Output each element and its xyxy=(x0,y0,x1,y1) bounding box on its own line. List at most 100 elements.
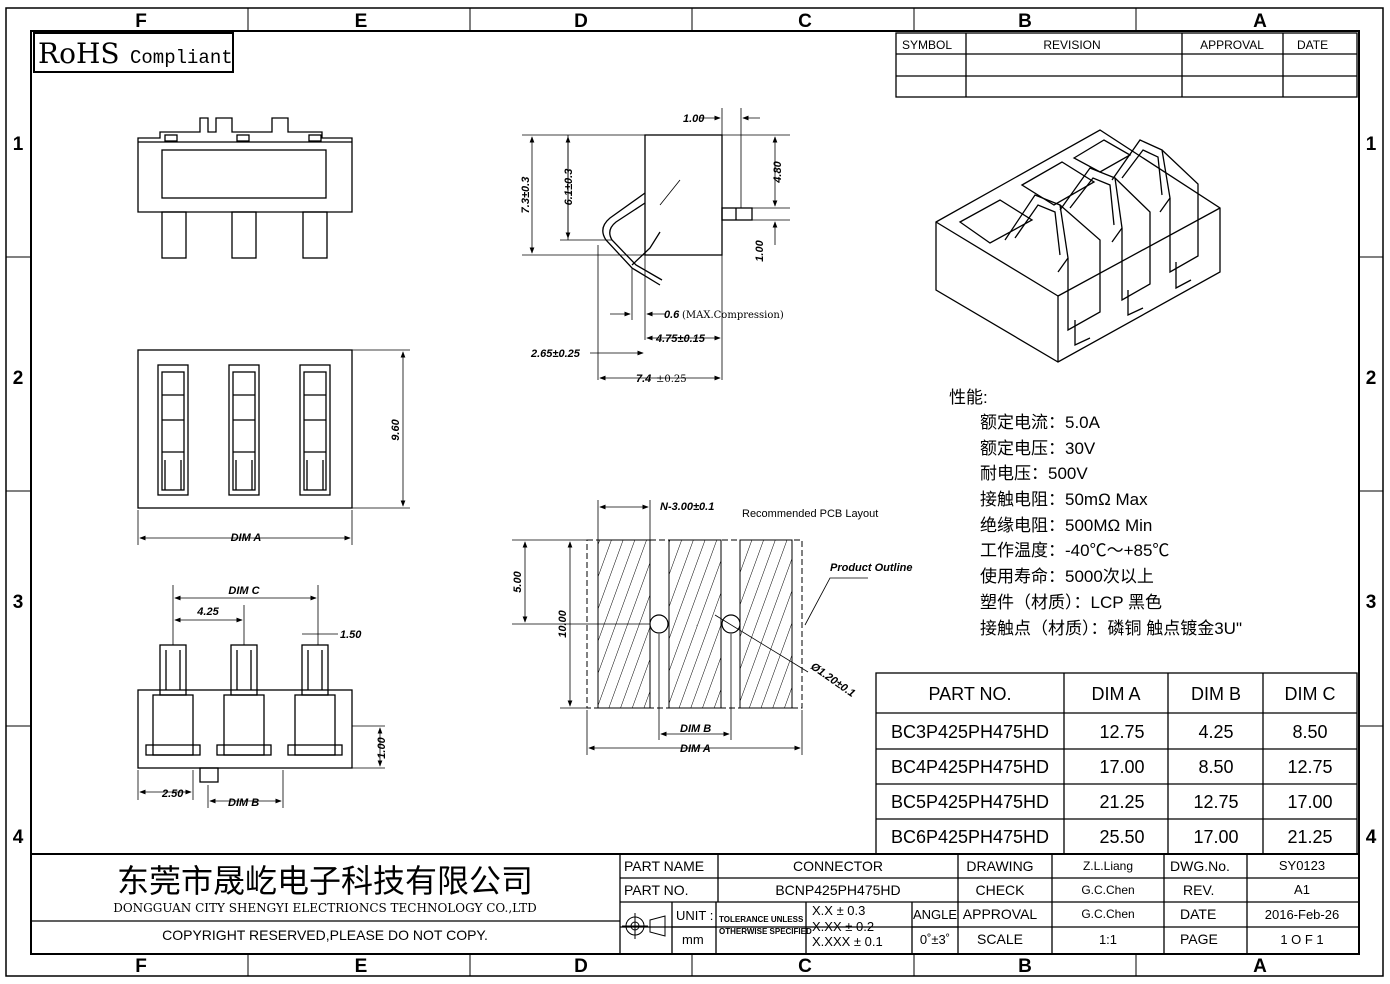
rohs-badge: RoHS Compliant xyxy=(33,32,234,73)
bottom-dim-pitch: 4.25 xyxy=(196,606,219,618)
pcb-pad-3 xyxy=(739,539,793,709)
side-dim-1-00-top: 1.00 xyxy=(683,113,705,125)
side-view-dims: 1.00 4.80 1.00 7.3±0.3 6.1±0.3 0.6 (MAX.… xyxy=(520,113,784,385)
pcb-layout: Recommended PCB Layout N-3.00±0.1 xyxy=(512,500,913,755)
dim-row-3-b: 12.75 xyxy=(1193,792,1238,812)
approval-label: APPROVAL xyxy=(963,906,1038,922)
pcb-pad-2 xyxy=(668,539,722,709)
front-view xyxy=(137,349,410,545)
bottom-dim-pin-width: 1.50 xyxy=(340,629,362,641)
dim-row-3-a: 21.25 xyxy=(1099,792,1144,812)
rev-header-approval: APPROVAL xyxy=(1200,38,1264,52)
zone-col-c: C xyxy=(798,11,812,32)
side-dim-4-80: 4.80 xyxy=(772,160,784,183)
page-value: 1 O F 1 xyxy=(1280,932,1323,947)
check-value: G.C.Chen xyxy=(1081,883,1134,897)
dim-row-4-part: BC6P425PH475HD xyxy=(891,827,1049,847)
bottom-view-dims: DIM C 4.25 1.50 1.00 2.50 DIM B xyxy=(161,585,388,809)
zone-col-d: D xyxy=(574,11,588,32)
side-dim-7-4: 7.4 xyxy=(636,373,651,385)
top-view xyxy=(137,117,353,259)
tolerance-label-1: TOLERANCE UNLESS xyxy=(719,915,804,924)
dim-row-4-a: 25.50 xyxy=(1099,827,1144,847)
tol-xx: X.XX ± 0.2 xyxy=(812,919,874,934)
top-view-dim-9-60: 9.60 xyxy=(390,418,402,440)
specs-block: 性能: 额定电流：5.0A 额定电压：30V 耐电压：500V 接触电阻：50m… xyxy=(949,388,1242,638)
zone-col-d-bottom: D xyxy=(574,956,588,977)
side-dim-7-3: 7.3±0.3 xyxy=(520,177,532,214)
side-dim-6-1: 6.1±0.3 xyxy=(563,169,575,206)
revision-table: SYMBOL REVISION APPROVAL DATE xyxy=(895,32,1358,98)
zone-col-a: A xyxy=(1253,11,1267,32)
iso-contact-3 xyxy=(1111,139,1199,290)
front-view-dim-a: DIM A xyxy=(231,532,262,544)
dwg-label: DWG.No. xyxy=(1170,858,1230,874)
dim-row-2-a: 17.00 xyxy=(1099,757,1144,777)
angle-label: ANGLE xyxy=(913,907,957,922)
dim-row-3-c: 17.00 xyxy=(1287,792,1332,812)
zone-row-2-right: 2 xyxy=(1366,368,1377,389)
pcb-outline-label: Product Outline xyxy=(830,562,913,574)
dim-row-2-b: 8.50 xyxy=(1198,757,1233,777)
approval-value: G.C.Chen xyxy=(1081,907,1134,921)
front-slot-3 xyxy=(299,364,331,496)
dim-row-3-part: BC5P425PH475HD xyxy=(891,792,1049,812)
company-name-en: DONGGUAN CITY SHENGYI ELECTRIONCS TECHNO… xyxy=(113,901,537,915)
side-dim-0-6-note: (MAX.Compression) xyxy=(682,310,784,321)
dim-row-1-a: 12.75 xyxy=(1099,722,1144,742)
angle-value: 0˚±3˚ xyxy=(920,932,950,947)
drawing-value: Z.L.Liang xyxy=(1083,859,1133,873)
spec-line-7: 使用寿命：5000次以上 xyxy=(980,566,1154,586)
rohs-main: RoHS xyxy=(38,37,120,70)
iso-contact-2 xyxy=(1059,167,1151,317)
side-dim-4-75: 4.75±0.15 xyxy=(655,333,706,345)
sheet-border xyxy=(5,7,1384,977)
bottom-dim-height: 1.00 xyxy=(376,736,388,758)
zone-col-b: B xyxy=(1018,11,1032,32)
projection-symbol-icon xyxy=(622,913,666,939)
dim-row-1-c: 8.50 xyxy=(1292,722,1327,742)
zone-col-c-bottom: C xyxy=(798,956,812,977)
page-label: PAGE xyxy=(1180,931,1218,947)
dim-row-1-part: BC3P425PH475HD xyxy=(891,722,1049,742)
part-name-value: CONNECTOR xyxy=(793,858,883,874)
zone-row-2: 2 xyxy=(13,368,24,389)
pcb-title: Recommended PCB Layout xyxy=(742,508,878,520)
rev-label: REV. xyxy=(1183,882,1214,898)
spec-line-5: 绝缘电阻：500MΩ Min xyxy=(980,516,1152,535)
isometric-view xyxy=(935,129,1221,363)
bottom-dim-c: DIM C xyxy=(228,585,260,597)
pcb-hole-1 xyxy=(649,614,669,634)
zone-row-4: 4 xyxy=(13,827,24,848)
title-block: 东莞市晟屹电子科技有限公司 DONGGUAN CITY SHENGYI ELEC… xyxy=(30,853,1360,955)
pcb-dim-10-00: 10.00 xyxy=(557,609,569,637)
pcb-hole-2 xyxy=(721,614,741,634)
side-dim-0-6: 0.6 xyxy=(664,309,680,321)
rev-header-symbol: SYMBOL xyxy=(902,38,952,52)
part-name-label: PART NAME xyxy=(624,858,704,874)
dim-table-header-a: DIM A xyxy=(1091,684,1140,704)
zone-col-f: F xyxy=(135,11,147,32)
side-dim-7-4-tol: ±0.25 xyxy=(656,374,687,385)
zone-row-3: 3 xyxy=(13,592,24,613)
dim-table-header-part: PART NO. xyxy=(928,684,1011,704)
dim-row-1-b: 4.25 xyxy=(1198,722,1233,742)
side-dim-2-65: 2.65±0.25 xyxy=(530,348,581,360)
date-value: 2016-Feb-26 xyxy=(1265,907,1339,922)
bottom-dim-b: DIM B xyxy=(228,797,259,809)
pcb-hole-label: Ø1.20±0.1 xyxy=(808,661,857,700)
unit-label: UNIT : xyxy=(676,908,713,923)
bottom-terminal-3 xyxy=(287,644,343,756)
side-view xyxy=(522,108,790,381)
zone-labels: F E D C B A F E D C B A 1 2 3 4 1 2 3 4 xyxy=(13,11,1377,977)
dim-table-header-b: DIM B xyxy=(1191,684,1241,704)
scale-value: 1:1 xyxy=(1099,932,1117,947)
dim-row-2-part: BC4P425PH475HD xyxy=(891,757,1049,777)
zone-col-f-bottom: F xyxy=(135,956,147,977)
unit-value: mm xyxy=(682,932,704,947)
bottom-view xyxy=(137,585,385,808)
dim-row-4-b: 17.00 xyxy=(1193,827,1238,847)
zone-col-e: E xyxy=(355,11,368,32)
copyright-notice: COPYRIGHT RESERVED,PLEASE DO NOT COPY. xyxy=(162,927,488,943)
